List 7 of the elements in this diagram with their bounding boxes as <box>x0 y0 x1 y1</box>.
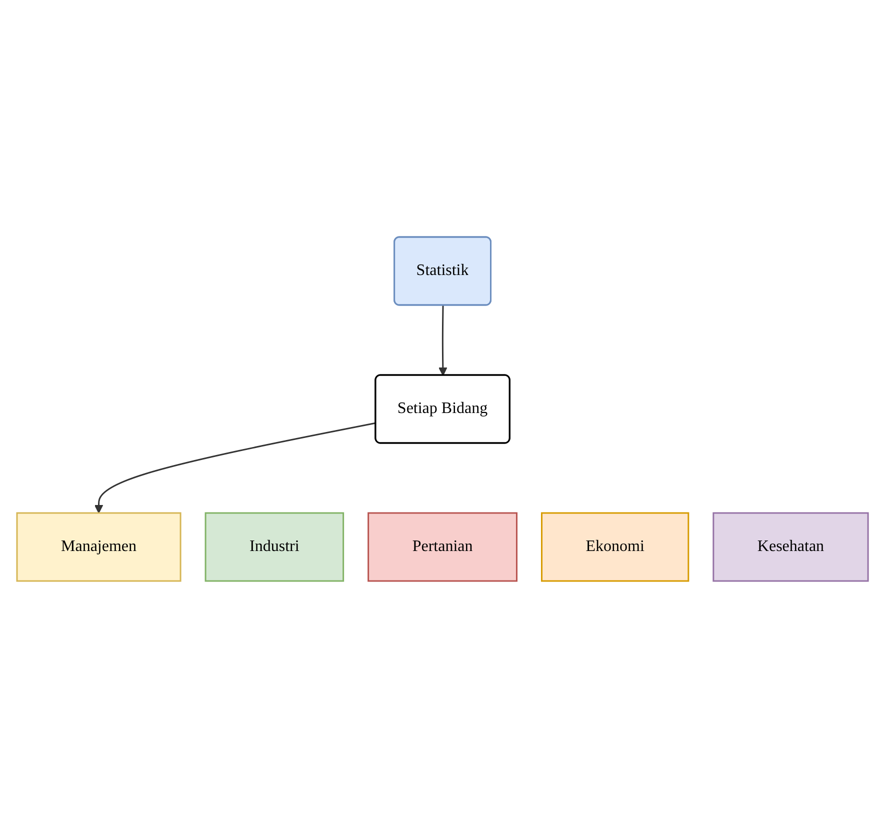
node-box: Industri <box>205 512 345 582</box>
node-box: Pertanian <box>368 512 518 582</box>
node-box: Kesehatan <box>713 512 870 582</box>
arrow <box>94 422 377 513</box>
node-box: Ekonomi <box>541 512 690 582</box>
node-box: Manajemen <box>16 512 182 582</box>
arrow <box>438 304 448 376</box>
